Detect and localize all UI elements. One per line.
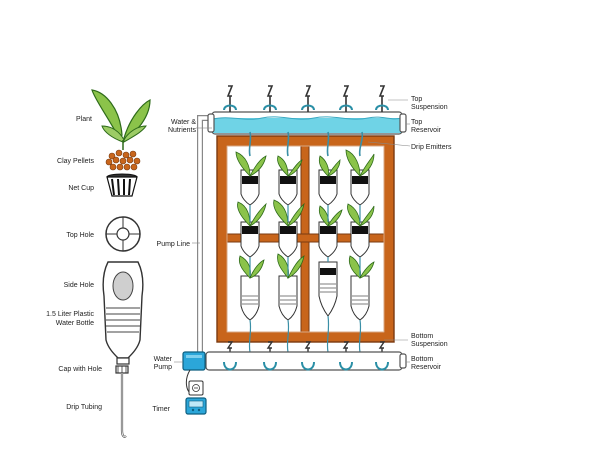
label-top-suspension-line2: Suspension: [411, 104, 448, 111]
label-drip-tubing: Drip Tubing: [66, 404, 102, 411]
label-bottom-reservoir-line2: Reservoir: [411, 364, 442, 371]
label-bottom-suspension-line1: Bottom: [411, 333, 433, 340]
net-cup-illustration: [106, 173, 138, 197]
label-net-cup: Net Cup: [68, 185, 94, 192]
bottle-column-2: [273, 155, 305, 321]
bottle: [318, 155, 341, 206]
label-bottle-line2: Water Bottle: [56, 320, 94, 327]
clay-pellets-illustration: [105, 149, 141, 171]
label-water-nutrients-line1: Water &: [171, 119, 196, 126]
label-water-pump-line2: Pump: [154, 364, 172, 371]
bottle: [318, 205, 343, 258]
label-side-hole: Side Hole: [64, 282, 94, 289]
bottle: [273, 199, 305, 258]
top-hole-illustration: [105, 216, 141, 252]
water-pump: [182, 351, 206, 371]
timer-device: [185, 397, 207, 415]
label-water-pump-line1: Water: [154, 356, 173, 363]
label-drip-emitters: Drip Emitters: [411, 144, 452, 151]
bottle-column-3: [318, 155, 343, 317]
bottle: [237, 201, 267, 258]
label-pump-line: Pump Line: [157, 241, 191, 248]
bottle-column-1: [235, 151, 267, 321]
label-top-reservoir-line1: Top: [411, 119, 422, 126]
bottle-column-4: [345, 149, 375, 321]
top-reservoir: [207, 111, 407, 135]
top-suspension-hooks: [226, 85, 386, 112]
bottle: [347, 203, 375, 258]
bottle: [348, 255, 375, 321]
cap-with-hole-illustration: [115, 365, 129, 374]
bottle: [277, 155, 303, 206]
bottle: [238, 255, 265, 321]
drip-tubing-illustration: [120, 373, 127, 438]
label-top-hole: Top Hole: [66, 232, 94, 239]
power-outlet-icon: [188, 380, 204, 396]
pump-line: [197, 115, 212, 356]
bottle: [235, 151, 267, 206]
bottle: [345, 149, 375, 206]
bottle: [277, 253, 305, 321]
leader-lines: [174, 99, 411, 363]
top-suspension-clips: [223, 104, 389, 111]
label-timer: Timer: [152, 406, 170, 413]
label-bottle-line1: 1.5 Liter Plastic: [46, 311, 94, 318]
label-water-nutrients-line2: Nutrients: [168, 127, 197, 134]
drip-emitter-tubes: [248, 131, 364, 157]
label-clay-pellets: Clay Pellets: [57, 158, 94, 165]
label-top-reservoir-line2: Reservoir: [411, 127, 442, 134]
bottom-suspension-clips: [223, 361, 389, 371]
label-plant: Plant: [76, 116, 92, 123]
label-bottom-reservoir-line1: Bottom: [411, 356, 433, 363]
bottle-drip-tubing: [248, 205, 362, 353]
bottle: [318, 261, 338, 317]
label-top-suspension-line1: Top: [411, 96, 422, 103]
bottle-illustration: [102, 261, 144, 365]
bottom-reservoir: [205, 351, 407, 371]
plant-illustration: [91, 89, 151, 150]
label-bottom-suspension-line2: Suspension: [411, 341, 448, 348]
label-cap-with-hole: Cap with Hole: [58, 366, 102, 373]
